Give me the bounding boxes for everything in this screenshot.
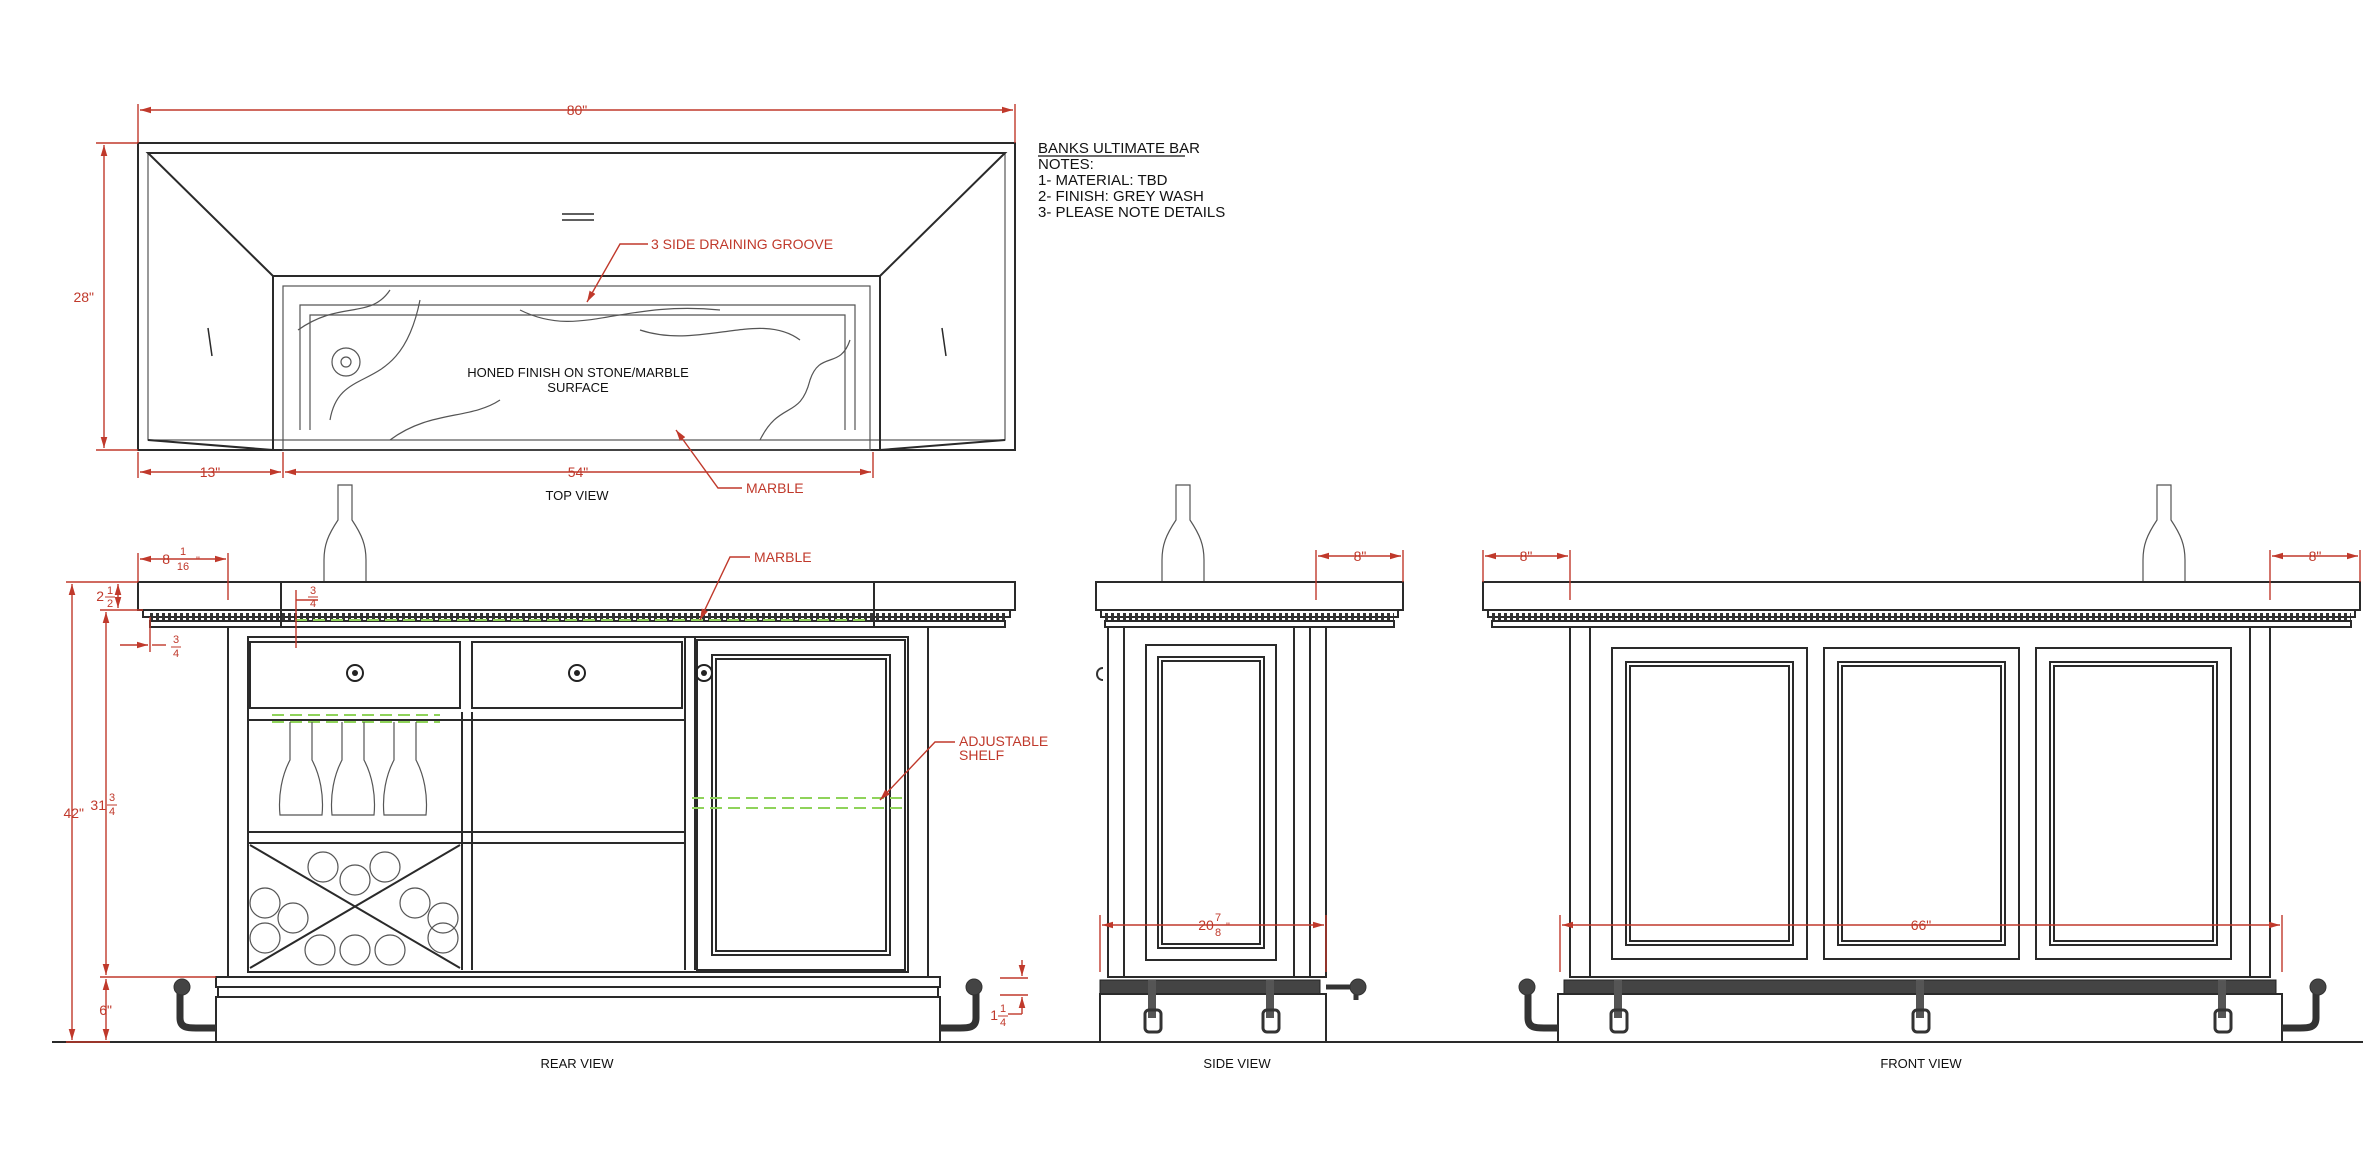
dim-total-height: 42" (63, 805, 84, 821)
dim-rail-dia: 1 (990, 1007, 998, 1023)
label-rear-view: REAR VIEW (541, 1056, 615, 1071)
dim-top-thickness-den: 2 (107, 598, 113, 610)
callout-marble-rear: MARBLE (754, 549, 812, 565)
dim-top-width: 80" (567, 102, 588, 118)
dim-reveal2-den: 4 (173, 648, 179, 660)
dim-base-height: 6" (99, 1002, 112, 1018)
dim-side-width-den: 8 (1215, 927, 1221, 939)
top-view-dimensions: 80" 28" 13" 54" 3 SIDE DRAINING GROOVE M… (73, 102, 1016, 503)
side-view (1095, 484, 1404, 1043)
callout-surface-2: SURFACE (547, 380, 609, 395)
dim-rear-overhang-num: 1 (180, 546, 186, 558)
rear-view-dimensions: 8 1 16 " 2 1 2 3 4 3 4 42" 31 3 4 6" (63, 546, 1048, 1071)
callout-groove: 3 SIDE DRAINING GROOVE (651, 236, 833, 252)
rear-view (137, 484, 1016, 1043)
label-top-view: TOP VIEW (545, 488, 609, 503)
label-front-view: FRONT VIEW (1880, 1056, 1962, 1071)
dim-top-thickness-num: 1 (107, 585, 113, 597)
dim-cabinet-height-num: 3 (109, 792, 115, 804)
notes-item-2: 2- FINISH: GREY WASH (1038, 188, 1204, 205)
dim-top-depth: 28" (73, 289, 94, 305)
dim-front-overhang-left: 8" (1520, 548, 1533, 564)
dim-side-width: 20 (1198, 917, 1214, 933)
callout-marble-top: MARBLE (746, 480, 804, 496)
dim-reveal-num: 3 (310, 585, 316, 597)
dim-side-width-num: 7 (1215, 912, 1221, 924)
dim-reveal-den: 4 (310, 598, 316, 610)
callout-surface-1: HONED FINISH ON STONE/MARBLE (467, 365, 689, 380)
notes-item-3: 3- PLEASE NOTE DETAILS (1038, 204, 1225, 221)
notes-title: BANKS ULTIMATE BAR (1038, 140, 1200, 157)
dim-rail-dia-den: 4 (1000, 1017, 1006, 1029)
callout-shelf-1: ADJUSTABLE (959, 733, 1048, 749)
notes-heading: NOTES: (1038, 156, 1094, 173)
dim-top-thickness: 2 (96, 588, 104, 604)
dim-front-overhang-right: 8" (2309, 548, 2322, 564)
dim-front-width: 66" (1911, 917, 1932, 933)
callout-shelf-2: SHELF (959, 747, 1004, 763)
dim-cabinet-height: 31 (90, 797, 106, 813)
svg-text:": " (1226, 921, 1230, 933)
label-side-view: SIDE VIEW (1203, 1056, 1271, 1071)
front-view (1482, 484, 2361, 1043)
dim-side-overhang: 8" (1354, 548, 1367, 564)
top-view (137, 142, 1016, 451)
dim-reveal2-num: 3 (173, 634, 179, 646)
dim-wing-width: 13" (200, 464, 221, 480)
side-view-dimensions: 8" 20 7 8 " SIDE VIEW (1099, 548, 1404, 1071)
dim-rear-overhang-den: 16 (177, 561, 189, 573)
notes-block: BANKS ULTIMATE BAR NOTES: 1- MATERIAL: T… (1038, 140, 1225, 221)
front-view-dimensions: 8" 8" 66" FRONT VIEW (1482, 548, 2361, 1071)
dim-cabinet-height-den: 4 (109, 806, 115, 818)
dim-rail-dia-num: 1 (1000, 1003, 1006, 1015)
notes-item-1: 1- MATERIAL: TBD (1038, 172, 1168, 189)
dim-rear-overhang: 8 (162, 551, 170, 567)
dim-center-width: 54" (568, 464, 589, 480)
svg-text:": " (196, 555, 200, 567)
